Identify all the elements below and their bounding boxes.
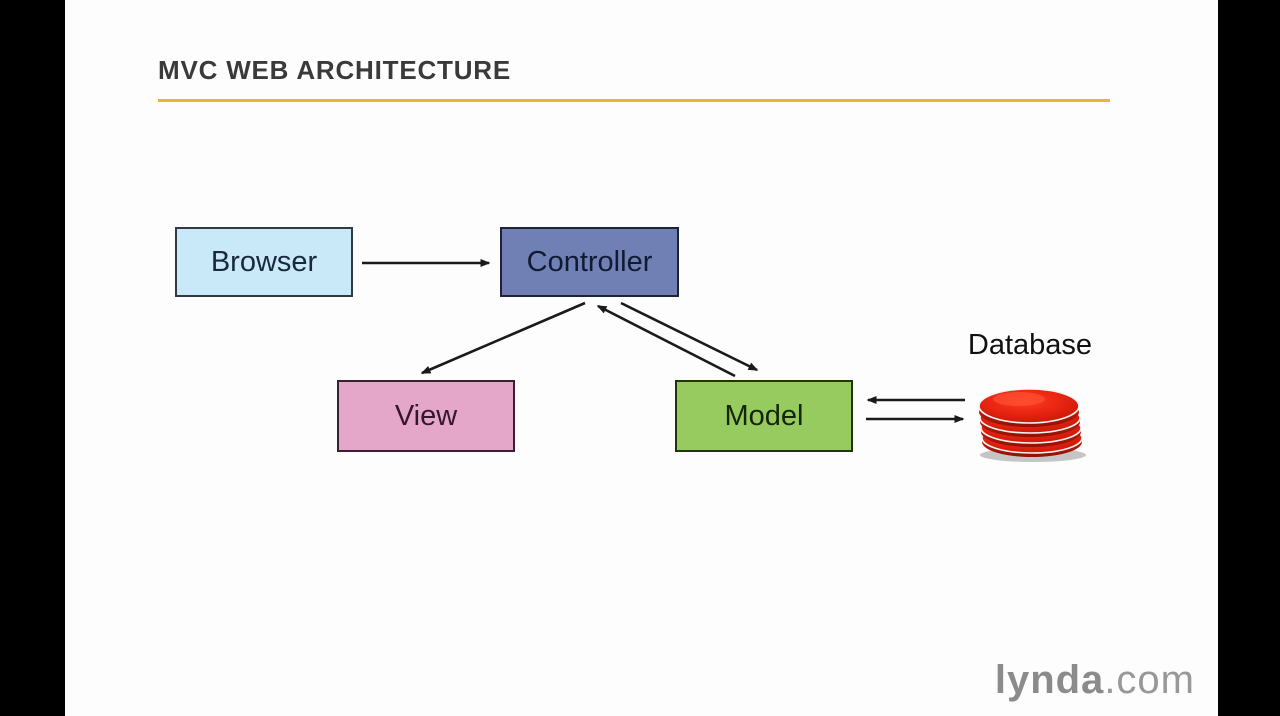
left-letterbox xyxy=(0,0,65,716)
node-browser-label: Browser xyxy=(210,245,318,278)
arrow-controller-to-view xyxy=(420,301,586,375)
node-model-label: Model xyxy=(724,399,804,432)
slide-title: MVC WEB ARCHITECTURE xyxy=(158,55,512,85)
database-label: Database xyxy=(967,329,1093,361)
database-disks-icon xyxy=(978,388,1086,462)
slide-stage: MVC WEB ARCHITECTURE Browser Controller … xyxy=(65,0,1218,716)
node-browser: Browser xyxy=(175,227,353,297)
lynda-logo: lynda.com xyxy=(995,658,1195,703)
lynda-logo-suffix: .com xyxy=(1104,658,1195,702)
title-underline xyxy=(158,99,1110,102)
arrow-model-to-controller xyxy=(596,304,736,378)
node-controller: Controller xyxy=(500,227,679,297)
lynda-logo-primary: lynda xyxy=(994,658,1105,702)
node-view-label: View xyxy=(394,399,458,432)
node-view: View xyxy=(337,380,515,452)
arrow-controller-to-model xyxy=(620,301,759,372)
right-letterbox xyxy=(1218,0,1280,716)
node-controller-label: Controller xyxy=(526,245,653,278)
node-model: Model xyxy=(675,380,853,452)
